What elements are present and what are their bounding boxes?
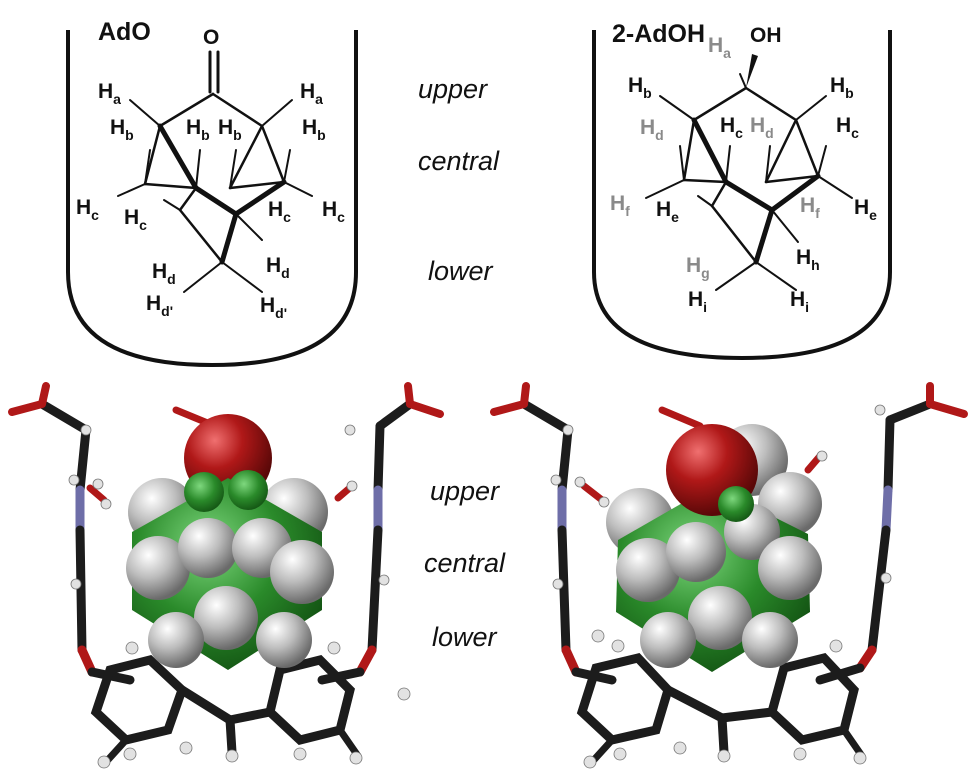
adoh-host-sticks xyxy=(490,382,968,766)
ado-ha-left: Ha xyxy=(98,80,121,107)
adoh-hd-left: Hd xyxy=(640,116,664,143)
ado-hc-1: Hc xyxy=(76,196,99,223)
ado-guest-spheres xyxy=(126,414,334,670)
ado-oxygen-label: O xyxy=(203,26,219,49)
ado-hb-1: Hb xyxy=(110,116,134,143)
adoh-hydroxyl-label: OH xyxy=(750,24,782,47)
ado-hb-4: Hb xyxy=(302,116,326,143)
adoh-hb-left: Hb xyxy=(628,74,652,101)
ado-skeleton xyxy=(117,50,313,293)
adoh-cavity-outline xyxy=(592,30,892,361)
region-upper-top: upper xyxy=(418,74,488,104)
ado-hb-2: Hb xyxy=(186,116,210,143)
ado-host-sticks xyxy=(8,382,444,766)
ado-cavity-outline xyxy=(66,30,358,368)
ado-hb-3: Hb xyxy=(218,116,242,143)
region-lower-bottom: lower xyxy=(432,622,498,652)
adoh-scheme: 2-AdOH OH xyxy=(592,20,892,361)
ado-hc-2: Hc xyxy=(124,206,147,233)
ado-hd-prime-left: Hd' xyxy=(146,292,173,319)
adoh-he-right: He xyxy=(854,196,877,223)
adoh-hydrogens xyxy=(550,404,892,769)
adoh-hg: Hg xyxy=(686,254,710,281)
adoh-guest-spheres xyxy=(606,424,822,672)
region-lower-top: lower xyxy=(428,256,494,286)
adoh-skeleton xyxy=(645,54,853,291)
adoh-hc-left: Hc xyxy=(720,114,743,141)
adoh-hf-left: Hf xyxy=(610,192,630,219)
ado-ha-right: Ha xyxy=(300,80,323,107)
adoh-ha: Ha xyxy=(708,34,731,61)
adoh-hi-right: Hi xyxy=(790,288,809,315)
ado-hc-3: Hc xyxy=(268,198,291,225)
ado-3d-complex xyxy=(8,382,444,769)
adoh-hc-right: Hc xyxy=(836,114,859,141)
adoh-3d-complex xyxy=(490,382,968,769)
adoh-hi-left: Hi xyxy=(688,288,707,315)
adoh-hh: Hh xyxy=(796,246,820,273)
region-central-bottom: central xyxy=(424,548,506,578)
adoh-title: 2-AdOH xyxy=(612,20,705,48)
ado-title: AdO xyxy=(98,18,151,46)
ado-hd-prime-right: Hd' xyxy=(260,294,287,321)
region-upper-bottom: upper xyxy=(430,476,500,506)
adoh-he-left: He xyxy=(656,198,679,225)
ado-hd-right: Hd xyxy=(266,254,290,281)
adoh-hf-right: Hf xyxy=(800,194,820,221)
region-central-top: central xyxy=(418,146,500,176)
adoh-hb-right: Hb xyxy=(830,74,854,101)
ado-hc-4: Hc xyxy=(322,198,345,225)
ado-hd-left: Hd xyxy=(152,260,176,287)
ado-scheme: AdO O xyxy=(66,18,358,368)
adoh-hd-mid: Hd xyxy=(750,114,774,141)
